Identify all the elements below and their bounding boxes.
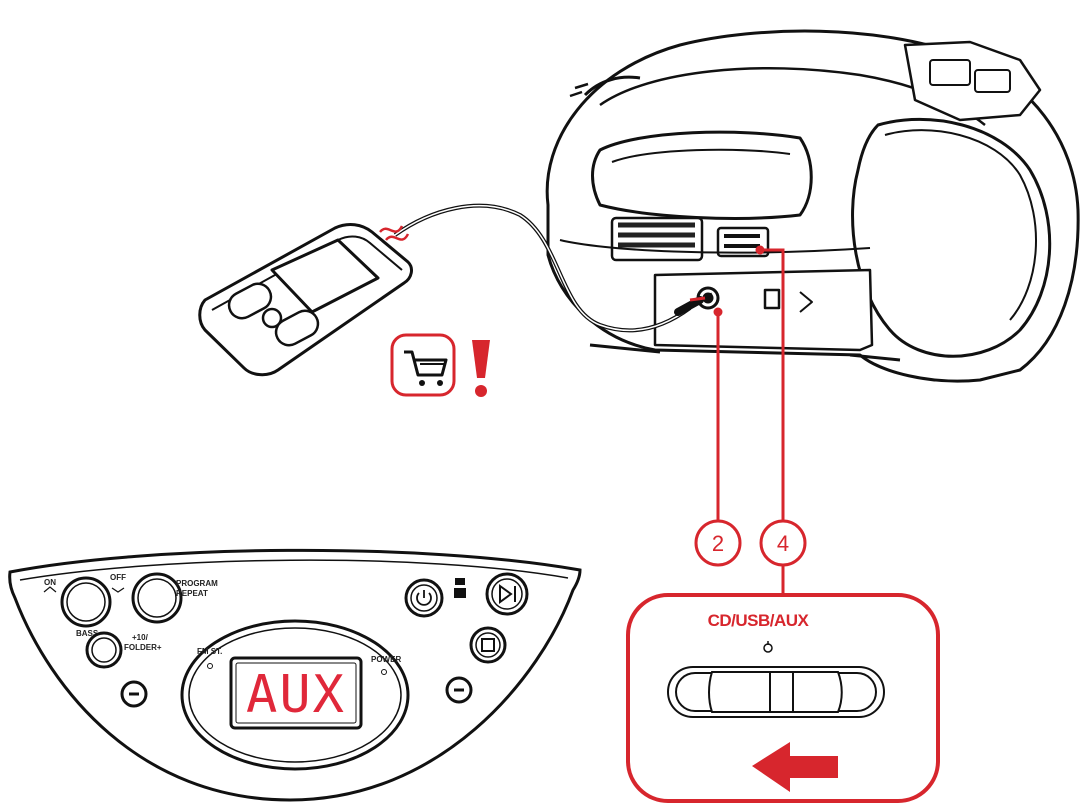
- lcd-display: AUX: [229, 656, 363, 730]
- bass-label: BASS: [76, 629, 99, 638]
- bass-off-label: OFF: [110, 573, 126, 582]
- volume-up-button[interactable]: [445, 676, 473, 704]
- stop-button[interactable]: [469, 626, 507, 664]
- volume-down-button[interactable]: [120, 680, 148, 708]
- step-number-2: 2: [712, 531, 724, 556]
- power-icon: [416, 590, 432, 606]
- left-arrow-icon: [752, 742, 838, 792]
- warning-icons: [390, 333, 490, 397]
- fm-st-label: FM ST.: [197, 647, 222, 656]
- stop-icon: [481, 638, 495, 652]
- program-repeat-button[interactable]: [131, 572, 183, 624]
- program-label: PROGRAM: [176, 579, 218, 588]
- cable-break-mark: [379, 225, 404, 233]
- play-pause-button[interactable]: [485, 572, 529, 616]
- play-pause-icon: [499, 584, 516, 604]
- audio-cable: [379, 203, 713, 333]
- folder-label-line1: +10/: [132, 633, 149, 642]
- step-number-4: 4: [777, 531, 789, 556]
- boombox: [545, 29, 1080, 383]
- selector-label: CD/USB/AUX: [708, 611, 810, 630]
- player-screen: [270, 238, 380, 314]
- folder-label-line2: FOLDER+: [124, 643, 162, 652]
- bass-on-label: ON: [44, 578, 56, 587]
- exclamation-icon: [472, 340, 490, 397]
- step-marker-4: 4: [759, 519, 807, 567]
- step-marker-2: 2: [694, 519, 742, 567]
- source-icon: [454, 578, 466, 598]
- lcd-display-text: AUX: [246, 665, 346, 725]
- control-panel: ON OFF BASS PROGRAM REPEAT +10/ FOLDER+ …: [8, 548, 582, 802]
- bass-button[interactable]: [60, 576, 112, 628]
- power-label: POWER: [371, 655, 401, 664]
- selector-callout: CD/USB/AUX: [626, 593, 940, 803]
- shopping-cart-icon: [390, 333, 456, 397]
- selector-slide-switch: [667, 666, 885, 718]
- mp3-player: [198, 223, 413, 377]
- callout-lines: [689, 245, 785, 595]
- repeat-label: REPEAT: [176, 589, 208, 598]
- power-button[interactable]: [404, 578, 444, 618]
- folder-button[interactable]: [85, 631, 123, 669]
